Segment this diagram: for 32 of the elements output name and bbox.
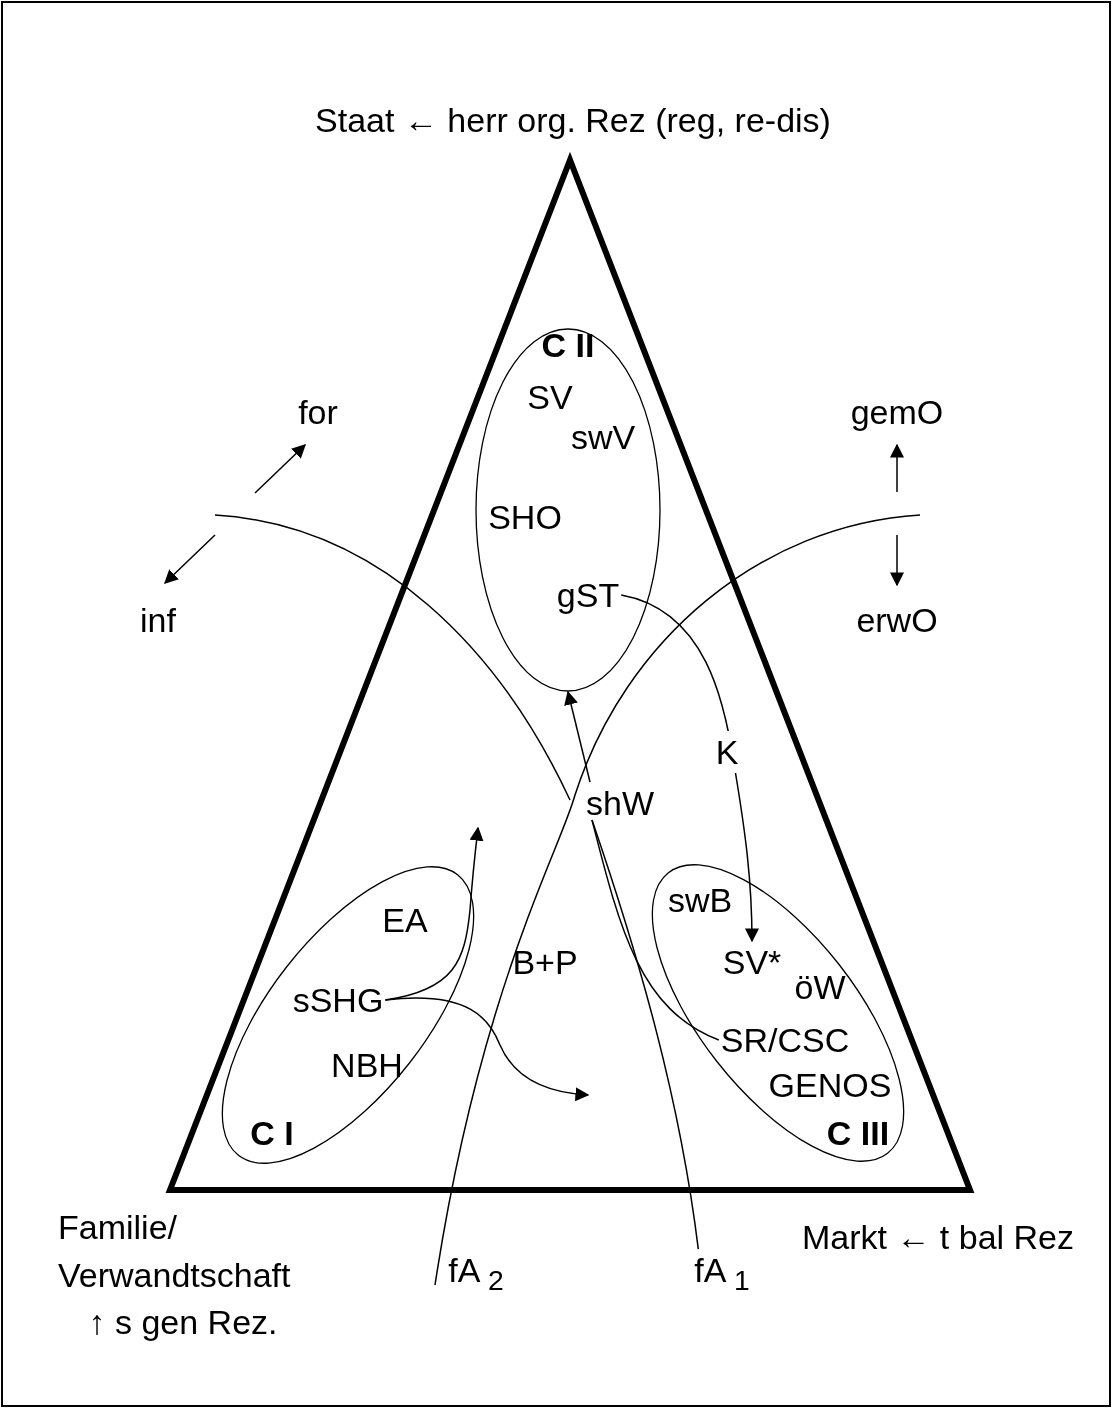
text-label: B+P (512, 943, 578, 981)
node-label: swV (570, 418, 636, 456)
curve-label: fA $_{2}$ (448, 1251, 504, 1298)
corner-label: ↑ s gen Rez. (88, 1303, 278, 1341)
group-label: C II (541, 326, 595, 364)
heading-label: Staat ← herr org. Rez (reg, re-dis) (315, 101, 831, 139)
connector-line (591, 819, 700, 1250)
group-label: C III (826, 1114, 890, 1152)
corner-label: Markt ← t bal Rez (801, 1218, 1075, 1256)
node-label: shW (586, 784, 654, 822)
axis-label: inf (140, 601, 176, 639)
node-label: SV (527, 378, 573, 416)
node-label: fA $_{1}$ (694, 1251, 750, 1299)
group-label: C I (250, 1114, 294, 1152)
node-label: SHO (488, 498, 562, 536)
node-label: SR/CSC (720, 1021, 850, 1059)
node-label: sSHG (292, 981, 384, 1019)
node-label: GENOS (768, 1066, 892, 1104)
node-label: EA (382, 901, 428, 939)
axis-label: for (298, 393, 338, 431)
cluster-ellipse (475, 328, 661, 692)
arrow (384, 997, 590, 1101)
node-label: NBH (331, 1046, 403, 1084)
node-label: swB (667, 881, 733, 919)
axis-label: erwO (856, 601, 938, 639)
arrow (620, 594, 759, 943)
arrow (564, 690, 591, 783)
node-label: öW (794, 968, 846, 1006)
node-label: SV* (722, 943, 782, 981)
axis-label: gemO (850, 393, 944, 431)
corner-label: Familie/ Verwandtschaft (58, 1207, 292, 1296)
node-label: gST (556, 576, 620, 614)
